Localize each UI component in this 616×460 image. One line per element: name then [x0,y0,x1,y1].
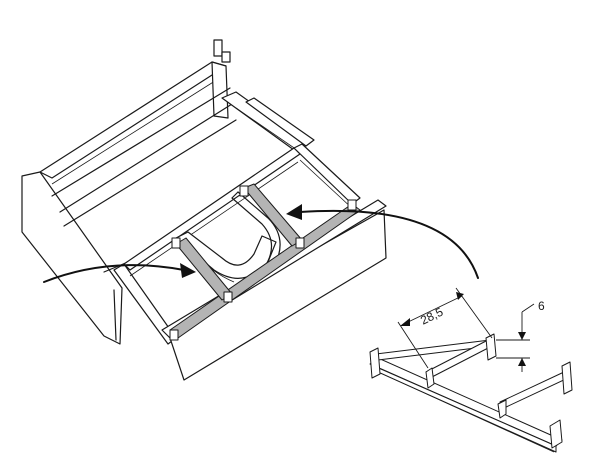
right-arrowhead [286,204,302,220]
detail-clip [425,367,435,389]
detail-clip [485,333,497,361]
detail-base-bar [369,357,563,447]
left-arrowhead [180,263,196,278]
support-frame-installed [169,183,361,341]
callout-arrows [43,204,479,283]
left-callout-arrow [43,264,185,283]
cabinet-top-rail [39,61,227,179]
detail-clip [369,347,381,379]
support-frame-clip [295,237,305,249]
right-callout-arrow [299,209,479,279]
dimension-height-label: 6 [538,299,545,313]
cabinet-rear-clip [213,39,223,57]
detail-crossbar-right [499,371,569,409]
detail-clip [561,361,573,395]
drawer-front-panel [167,209,387,381]
drawer [113,143,387,381]
support-frame-detail [369,333,573,453]
dimension-span-label: 28,5 [418,305,445,328]
dimension-height: 6 [496,299,545,372]
detail-clip [549,419,563,449]
support-frame-clip [171,237,181,249]
support-frame-clip [239,185,249,197]
cabinet-left-side-panel [21,171,123,345]
support-frame-clip [347,199,357,211]
support-frame-clip [223,291,233,303]
drawer-right-side [293,143,361,205]
detail-clip [497,399,507,419]
vanity-cabinet [21,39,315,345]
support-frame-clip [169,329,179,341]
